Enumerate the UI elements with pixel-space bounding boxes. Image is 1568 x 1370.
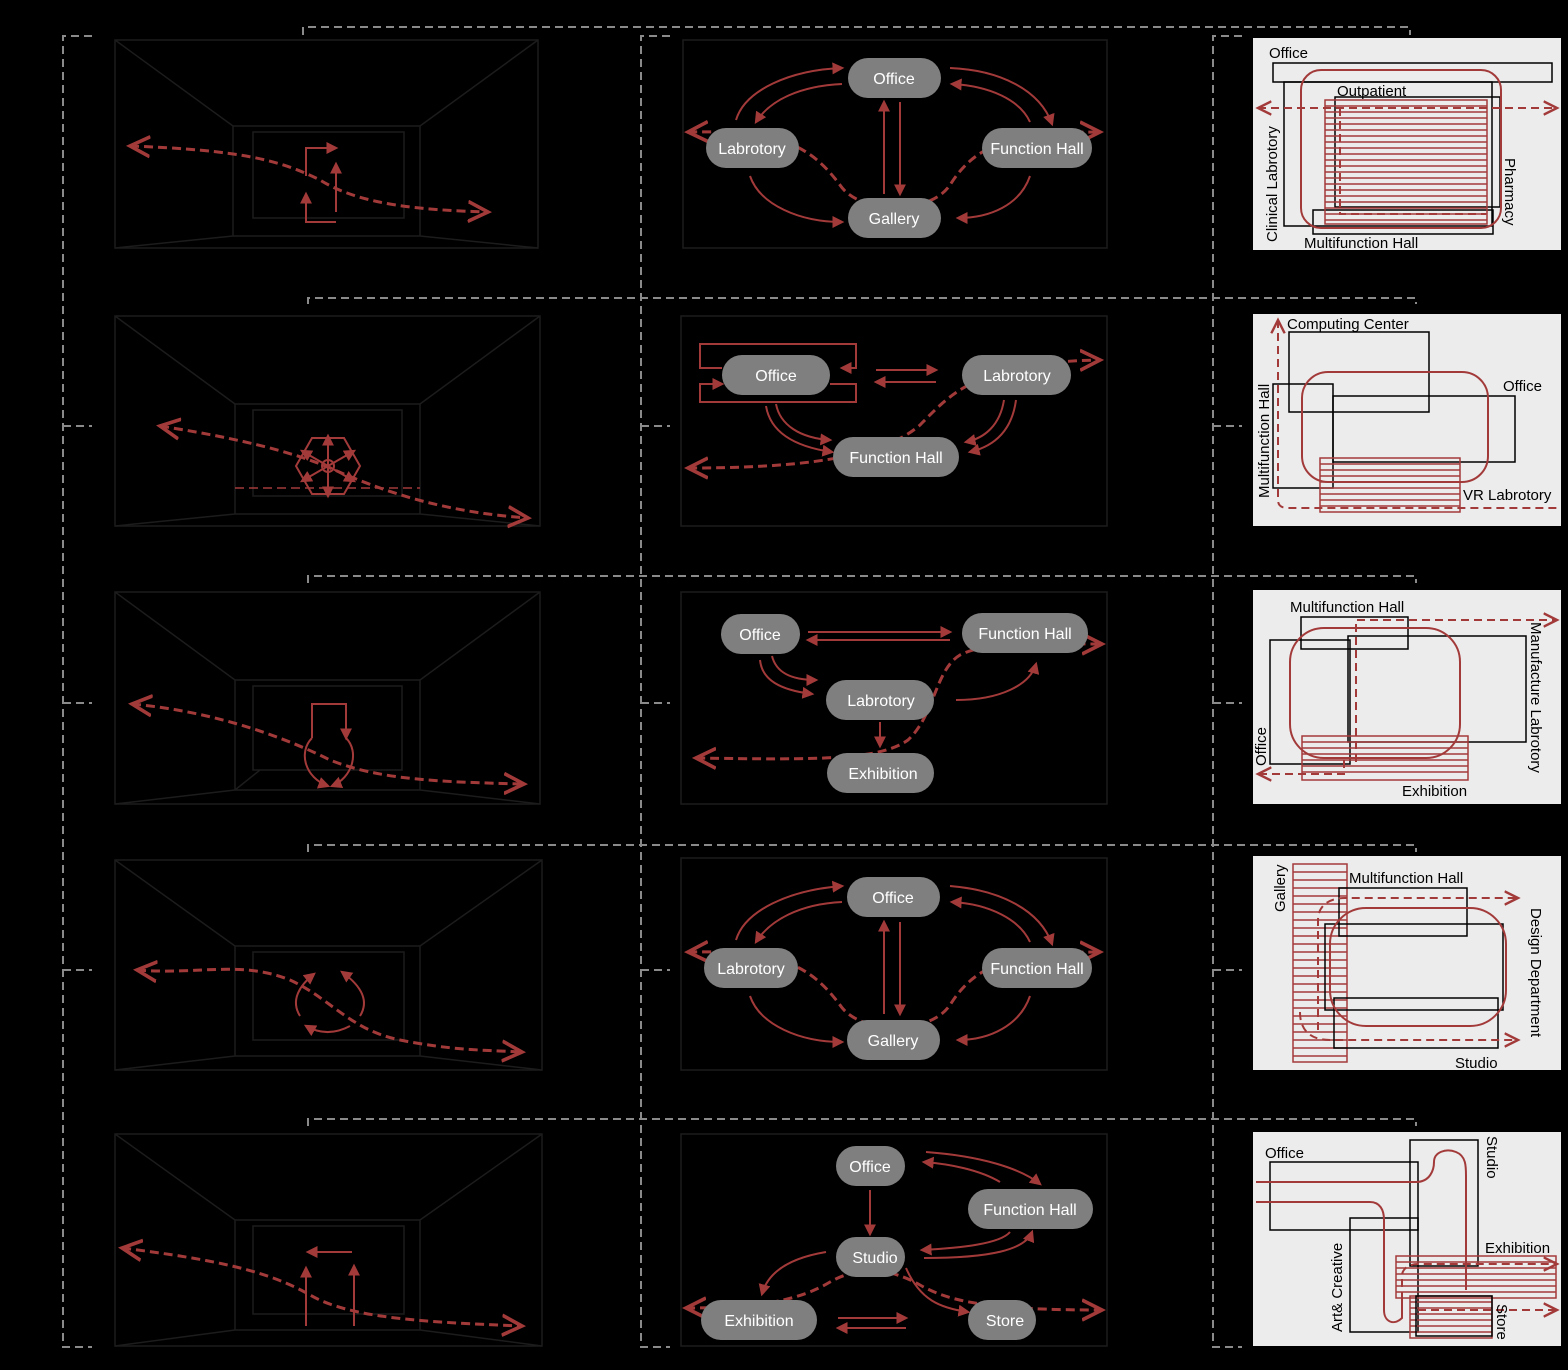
node-store-r5: Store bbox=[968, 1300, 1036, 1340]
sketch-row-1 bbox=[114, 39, 539, 249]
node-labrotory-r1: Labrotory bbox=[706, 128, 799, 168]
plan-row-1: Office Outpatient Clinical Labrotory Pha… bbox=[1253, 38, 1561, 252]
sketch-row-2 bbox=[114, 315, 541, 526]
svg-text:Pharmacy: Pharmacy bbox=[1501, 158, 1518, 226]
node-exhibition-r5: Exhibition bbox=[701, 1300, 817, 1340]
svg-text:Studio: Studio bbox=[1483, 1136, 1500, 1179]
node-pills: Office Labrotory Function Hall Gallery O… bbox=[701, 58, 1093, 1340]
svg-text:Exhibition: Exhibition bbox=[724, 1313, 793, 1330]
node-labrotory-r4: Labrotory bbox=[704, 948, 798, 988]
svg-text:Art& Creative: Art& Creative bbox=[1329, 1243, 1346, 1332]
svg-text:Store: Store bbox=[1493, 1304, 1510, 1340]
plan-row-4: Gallery Multifunction Hall Design Depart… bbox=[1253, 856, 1561, 1072]
node-gallery-r1: Gallery bbox=[848, 198, 941, 238]
svg-text:Office: Office bbox=[1253, 727, 1270, 766]
svg-text:Gallery: Gallery bbox=[868, 1033, 919, 1050]
sketch-row-3 bbox=[114, 591, 541, 805]
svg-text:Gallery: Gallery bbox=[869, 211, 920, 228]
svg-text:Studio: Studio bbox=[1455, 1055, 1498, 1072]
svg-text:Office: Office bbox=[1265, 1145, 1304, 1162]
svg-text:Manufacture Labrotory: Manufacture Labrotory bbox=[1527, 622, 1544, 773]
svg-text:Computing Center: Computing Center bbox=[1287, 316, 1409, 333]
node-studio-r5: Studio bbox=[836, 1237, 905, 1277]
svg-text:Office: Office bbox=[849, 1159, 891, 1176]
node-function-hall-r5: Function Hall bbox=[968, 1189, 1093, 1229]
svg-text:Clinical Labrotory: Clinical Labrotory bbox=[1264, 126, 1281, 242]
svg-text:Office: Office bbox=[1503, 378, 1542, 395]
svg-text:Office: Office bbox=[873, 71, 915, 88]
plan-row-3: Multifunction Hall Manufacture Labrotory… bbox=[1253, 590, 1561, 804]
svg-text:Function Hall: Function Hall bbox=[990, 961, 1083, 978]
node-office-r3: Office bbox=[721, 614, 800, 654]
svg-text:Office: Office bbox=[755, 368, 797, 385]
svg-text:Multifunction Hall: Multifunction Hall bbox=[1290, 599, 1404, 616]
plan-diagrams: Office Outpatient Clinical Labrotory Pha… bbox=[1253, 38, 1561, 1346]
svg-text:Function Hall: Function Hall bbox=[983, 1202, 1076, 1219]
svg-text:Office: Office bbox=[872, 890, 914, 907]
node-office-r4: Office bbox=[847, 877, 940, 917]
svg-text:Studio: Studio bbox=[852, 1250, 897, 1267]
sketch-row-4 bbox=[114, 859, 543, 1071]
radial-hub bbox=[235, 433, 420, 499]
plan-row-2: Computing Center Office Multifunction Ha… bbox=[1253, 314, 1561, 526]
node-office-r1: Office bbox=[848, 58, 941, 98]
svg-text:Exhibition: Exhibition bbox=[848, 766, 917, 783]
svg-text:VR Labrotory: VR Labrotory bbox=[1463, 487, 1552, 504]
node-office-r5: Office bbox=[836, 1146, 905, 1186]
svg-text:Office: Office bbox=[739, 627, 781, 644]
svg-text:Function Hall: Function Hall bbox=[990, 141, 1083, 158]
node-office-r2: Office bbox=[722, 355, 830, 395]
svg-text:Gallery: Gallery bbox=[1272, 864, 1289, 912]
svg-text:Labrotory: Labrotory bbox=[717, 961, 785, 978]
circulation-sketches bbox=[114, 39, 543, 1347]
svg-text:Labrotory: Labrotory bbox=[847, 693, 915, 710]
svg-text:Multifunction Hall: Multifunction Hall bbox=[1304, 235, 1418, 252]
node-exhibition-r3: Exhibition bbox=[827, 753, 934, 793]
svg-text:Multifunction Hall: Multifunction Hall bbox=[1349, 870, 1463, 887]
svg-text:Design Department: Design Department bbox=[1527, 908, 1544, 1038]
plan-row-5: Office Studio Exhibition Art& Creative S… bbox=[1253, 1132, 1561, 1346]
node-gallery-r4: Gallery bbox=[847, 1020, 940, 1060]
node-labrotory-r3: Labrotory bbox=[826, 680, 934, 720]
svg-text:Office: Office bbox=[1269, 45, 1308, 62]
svg-text:Function Hall: Function Hall bbox=[978, 626, 1071, 643]
node-function-hall-r1: Function Hall bbox=[982, 128, 1092, 168]
svg-text:Function Hall: Function Hall bbox=[849, 450, 942, 467]
svg-text:Labrotory: Labrotory bbox=[983, 368, 1051, 385]
node-function-hall-r3: Function Hall bbox=[962, 613, 1088, 653]
svg-text:Store: Store bbox=[986, 1313, 1024, 1330]
svg-text:Labrotory: Labrotory bbox=[718, 141, 786, 158]
svg-text:Outpatient: Outpatient bbox=[1337, 83, 1407, 100]
svg-text:Multifunction Hall: Multifunction Hall bbox=[1256, 384, 1273, 498]
bubble-diagrams: Office Labrotory Function Hall Gallery O… bbox=[680, 39, 1108, 1347]
node-labrotory-r2: Labrotory bbox=[962, 355, 1071, 395]
node-function-hall-r2: Function Hall bbox=[833, 437, 959, 477]
guide-brackets bbox=[62, 26, 1417, 1348]
hatch-4 bbox=[1292, 863, 1348, 1063]
hatch-3 bbox=[1301, 735, 1469, 781]
node-function-hall-r4: Function Hall bbox=[982, 948, 1092, 988]
svg-text:Exhibition: Exhibition bbox=[1402, 783, 1467, 800]
sketch-row-5 bbox=[114, 1133, 543, 1347]
svg-text:Exhibition: Exhibition bbox=[1485, 1240, 1550, 1257]
